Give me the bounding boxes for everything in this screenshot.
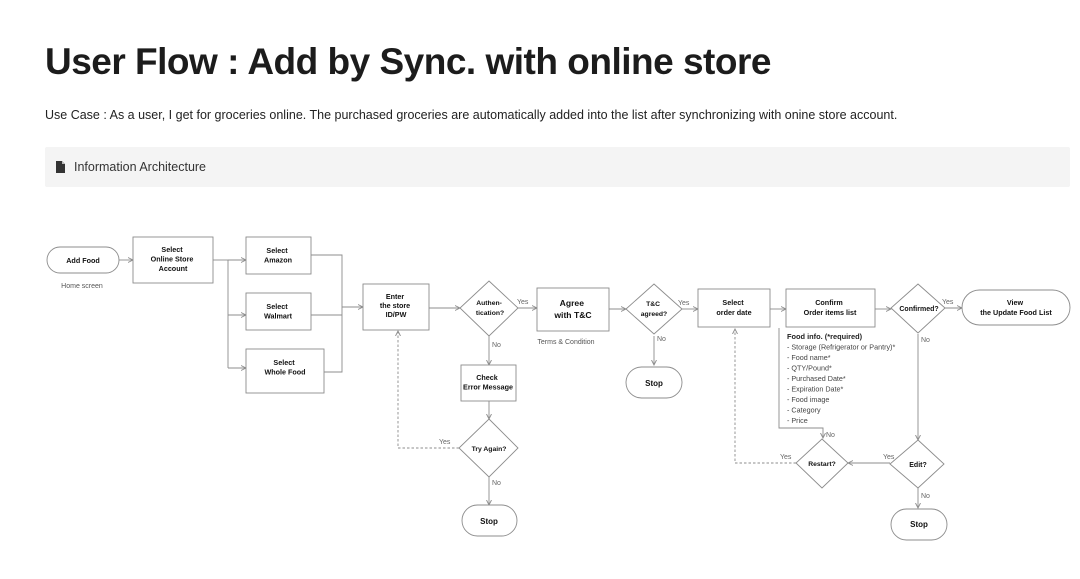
- node-add-food: [46, 246, 120, 274]
- label-check-error-message: Check Error Message: [463, 373, 513, 392]
- edge-amazon-merge: [311, 254, 343, 373]
- node-agree-tc: [536, 287, 610, 332]
- label-agree-tc: Agree with T&C: [553, 298, 591, 320]
- label-authentication: Authen- tication?: [476, 300, 504, 317]
- label-auth-yes: Yes: [517, 299, 529, 306]
- node-confirmed: [890, 283, 946, 334]
- label-confirm-order-items: Confirm Order items list: [804, 298, 857, 317]
- label-edit-no: No: [921, 493, 930, 500]
- food-info-item: - QTY/Pound*: [787, 364, 832, 373]
- flow-edges: [119, 254, 962, 508]
- label-confirmed-no: No: [921, 337, 930, 344]
- food-info-item: - Expiration Date*: [787, 385, 844, 394]
- food-info-item: - Storage (Refrigerator or Pantry)*: [787, 343, 895, 352]
- label-stop-try-again: Stop: [480, 517, 498, 526]
- food-info-title: Food info. (*required): [787, 332, 863, 341]
- label-select-walmart: Select Walmart: [264, 302, 293, 321]
- label-tc-yes: Yes: [678, 300, 690, 307]
- information-architecture-section[interactable]: Information Architecture: [45, 147, 1070, 187]
- food-info-item: - Purchased Date*: [787, 374, 846, 383]
- note-terms-condition: Terms & Condition: [537, 339, 594, 346]
- label-select-amazon: Select Amazon: [264, 246, 292, 265]
- label-stop-edit: Stop: [910, 520, 928, 529]
- node-edit: [889, 439, 945, 489]
- notes: Home screen Terms & Condition: [61, 283, 595, 346]
- label-try-yes: Yes: [439, 439, 451, 446]
- food-info-item: - Price: [787, 416, 808, 425]
- node-select-walmart: [245, 292, 312, 331]
- node-select-whole-food: [245, 348, 325, 394]
- label-stop-tc: Stop: [645, 379, 663, 388]
- label-add-food: Add Food: [66, 256, 100, 265]
- label-confirmed: Confirmed?: [899, 306, 938, 313]
- label-enter-store-id: Enter the store ID/PW: [380, 292, 412, 319]
- section-label: Information Architecture: [74, 160, 207, 174]
- node-confirm-order-items: [785, 288, 876, 328]
- label-edit: Edit?: [909, 462, 927, 469]
- label-select-whole-food: Select Whole Food: [264, 358, 305, 377]
- note-home-screen: Home screen: [61, 283, 103, 290]
- node-stop-tc: [625, 366, 683, 399]
- label-tc-agreed: T&C agreed?: [641, 301, 667, 318]
- edge-try-retry: [398, 331, 459, 449]
- label-restart-yes: Yes: [780, 454, 792, 461]
- food-info-annotation: Food info. (*required) - Storage (Refrig…: [787, 332, 895, 425]
- label-select-store-account: Select Online Store Account: [151, 245, 196, 273]
- label-confirmed-yes: Yes: [942, 299, 954, 306]
- food-info-item: - Food name*: [787, 353, 831, 362]
- label-restart: Restart?: [808, 461, 836, 468]
- food-info-item: - Food image: [787, 395, 829, 404]
- node-check-error-message: [460, 364, 517, 402]
- node-view-updated-list: [961, 289, 1071, 326]
- edge-info-restart: [778, 328, 823, 438]
- node-labels: Add Food Select Online Store Account Sel…: [66, 245, 1052, 529]
- label-try-again: Try Again?: [472, 446, 507, 453]
- label-select-order-date: Select order date: [716, 298, 751, 317]
- label-try-no: No: [492, 480, 501, 487]
- label-tc-no: No: [657, 336, 666, 343]
- use-case-description: Use Case : As a user, I get for grocerie…: [45, 108, 898, 122]
- node-select-amazon: [245, 236, 312, 275]
- page-title: User Flow : Add by Sync. with online sto…: [45, 41, 771, 82]
- node-select-store-account: [132, 236, 214, 284]
- edge-restart-orderdate: [735, 329, 796, 464]
- node-restart: [795, 438, 849, 489]
- label-edit-yes: Yes: [883, 454, 895, 461]
- node-try-again: [458, 418, 519, 478]
- node-authentication: [459, 280, 519, 337]
- label-auth-no: No: [492, 342, 501, 349]
- document-icon: [56, 161, 65, 173]
- label-restart-no: No: [826, 432, 835, 439]
- node-select-order-date: [697, 288, 771, 328]
- node-shapes: [46, 236, 1071, 541]
- node-stop-edit: [890, 508, 948, 541]
- edge-labels: Yes No Yes No Yes No Yes No No Yes Yes N…: [439, 299, 954, 500]
- food-info-item: - Category: [787, 406, 821, 415]
- node-stop-try-again: [461, 504, 518, 537]
- node-tc-agreed: [625, 283, 683, 335]
- node-enter-store-id: [362, 283, 430, 331]
- label-view-updated-list: View the Update Food List: [980, 298, 1052, 317]
